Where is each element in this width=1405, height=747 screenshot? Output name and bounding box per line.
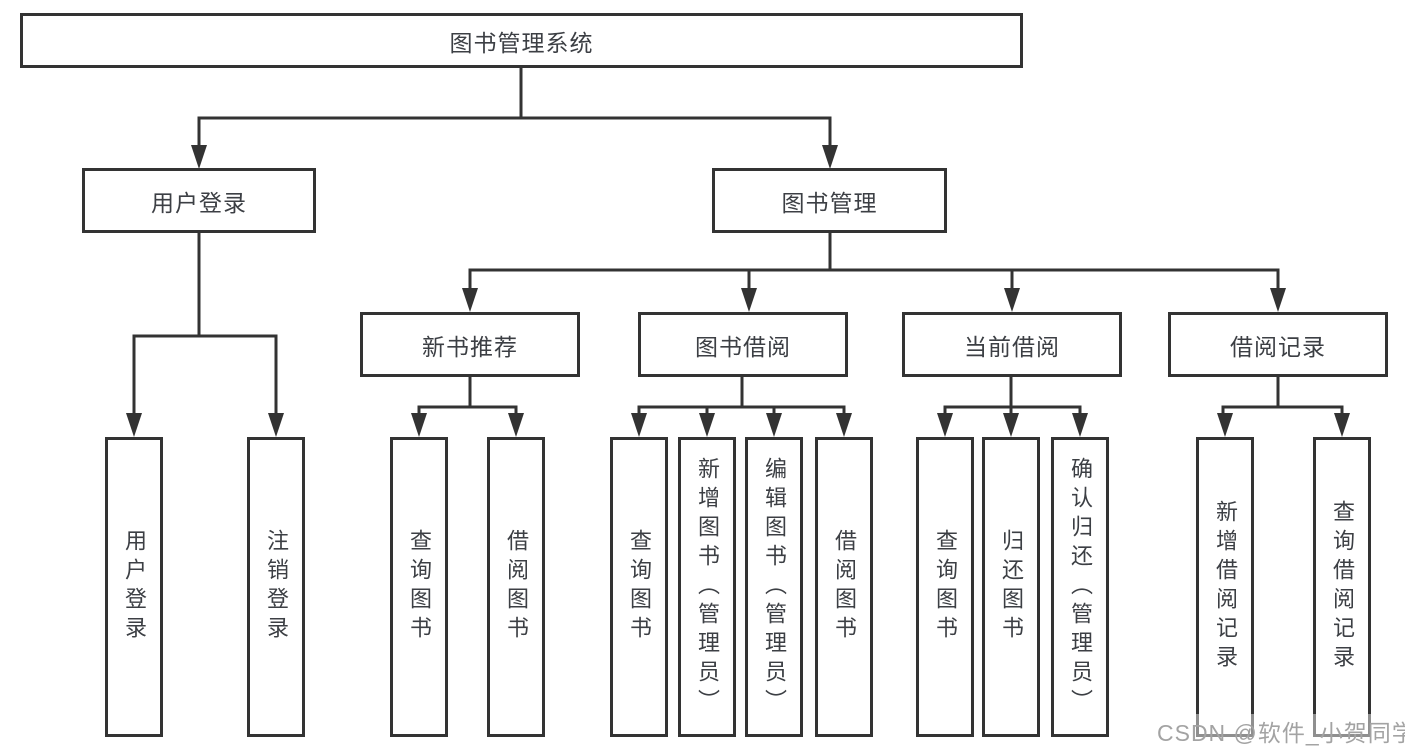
- node-root: 图书管理系统: [20, 13, 1023, 68]
- leaf-borrow-query: 查询图书: [610, 437, 668, 737]
- arrowheads: [126, 145, 1350, 437]
- leaf-borrow-add-admin-label: 新增图书（管理员）: [695, 456, 720, 718]
- leaf-borrow-query-label: 查询图书: [627, 529, 652, 645]
- leaf-records-add-label: 新增借阅记录: [1213, 500, 1238, 674]
- leaf-borrow-edit-admin-label: 编辑图书（管理员）: [762, 456, 787, 718]
- node-borrow-records: 借阅记录: [1168, 312, 1388, 377]
- leaf-current-query: 查询图书: [916, 437, 974, 737]
- leaf-borrow-borrow-label: 借阅图书: [832, 529, 857, 645]
- connector-bookborrow-to-leaves: [637, 375, 846, 418]
- leaf-current-return-label: 归还图书: [999, 529, 1024, 645]
- node-book-borrow: 图书借阅: [638, 312, 848, 377]
- leaf-borrow-add-admin: 新增图书（管理员）: [678, 437, 736, 737]
- connector-bookmanage-to-level3: [468, 230, 1280, 292]
- leaf-logout: 注销登录: [247, 437, 305, 737]
- leaf-newbook-query-label: 查询图书: [407, 529, 432, 645]
- leaf-current-query-label: 查询图书: [933, 529, 958, 645]
- leaf-newbook-borrow-label: 借阅图书: [504, 529, 529, 645]
- leaf-newbook-query: 查询图书: [390, 437, 448, 737]
- leaf-user-login: 用户登录: [105, 437, 163, 737]
- leaf-current-confirm-admin-label: 确认归还（管理员）: [1068, 456, 1093, 718]
- node-book-manage: 图书管理: [712, 168, 947, 233]
- leaf-borrow-borrow: 借阅图书: [815, 437, 873, 737]
- leaf-current-return: 归还图书: [982, 437, 1040, 737]
- leaf-records-query-label: 查询借阅记录: [1330, 500, 1355, 674]
- leaf-logout-label: 注销登录: [264, 529, 289, 645]
- leaf-records-add: 新增借阅记录: [1196, 437, 1254, 737]
- leaf-records-query: 查询借阅记录: [1313, 437, 1371, 737]
- csdn-watermark: CSDN @软件_小贺同学: [1157, 714, 1405, 747]
- connector-root-to-level2: [197, 66, 832, 150]
- node-user-login: 用户登录: [82, 168, 316, 233]
- node-current-borrow: 当前借阅: [902, 312, 1122, 377]
- node-new-book-recommend: 新书推荐: [360, 312, 580, 377]
- leaf-user-login-label: 用户登录: [122, 529, 147, 645]
- leaf-borrow-edit-admin: 编辑图书（管理员）: [745, 437, 803, 737]
- connector-currentborrow-to-leaves: [943, 375, 1082, 418]
- leaf-newbook-borrow: 借阅图书: [487, 437, 545, 737]
- leaf-current-confirm-admin: 确认归还（管理员）: [1051, 437, 1109, 737]
- connector-newbook-to-leaves: [417, 375, 518, 418]
- connector-records-to-leaves: [1221, 375, 1344, 418]
- connector-userlogin-to-leaves: [132, 230, 278, 418]
